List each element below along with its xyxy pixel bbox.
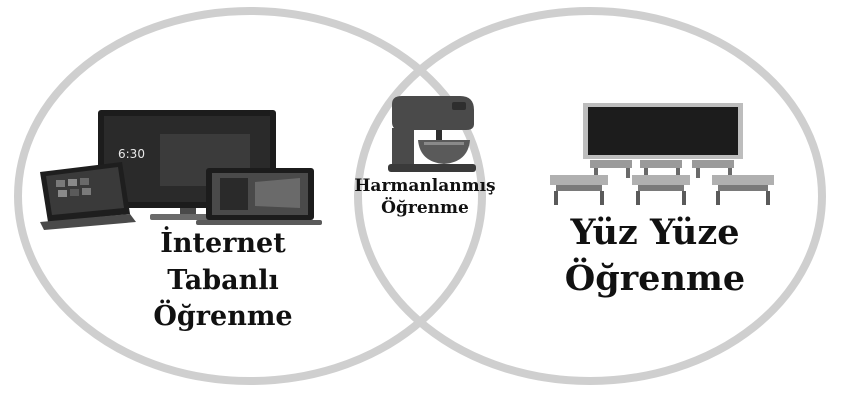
left-circle (14, 7, 486, 385)
right-circle (354, 7, 826, 385)
left-label: İnternet Tabanlı Öğrenme (118, 226, 328, 336)
center-label-line: Harmanlanmış (354, 176, 496, 196)
left-label-line: Tabanlı (167, 264, 279, 296)
svg-text:6:30: 6:30 (118, 147, 145, 161)
center-label: Harmanlanmış Öğrenme (325, 176, 525, 220)
left-label-line: Öğrenme (153, 301, 293, 333)
right-label-line: Yüz Yüze (570, 212, 740, 253)
right-label-line: Öğrenme (564, 257, 746, 299)
center-label-line: Öğrenme (381, 197, 469, 218)
left-label-line: İnternet (160, 228, 286, 259)
classroom-icon (550, 103, 774, 205)
devices-icon: 6:30 (40, 110, 322, 230)
right-label: Yüz Yüze Öğrenme (530, 210, 780, 301)
stand-mixer-icon (388, 96, 476, 172)
